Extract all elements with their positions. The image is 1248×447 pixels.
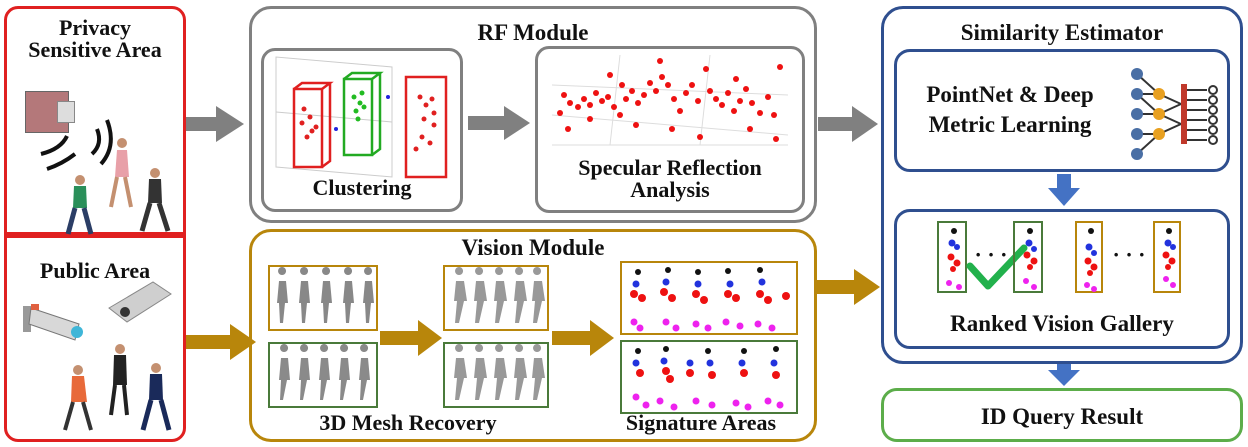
signal-waves-icon bbox=[40, 119, 113, 171]
gray-arrow-clustering-to-specular bbox=[468, 106, 530, 140]
specular-reflection-panel: Specular Reflection Analysis bbox=[535, 46, 805, 213]
neural-network-icon bbox=[1131, 68, 1218, 160]
gallery-dots: · · · bbox=[1112, 242, 1146, 267]
gold-arrow-mesh-step bbox=[380, 320, 442, 356]
rf-module-panel: RF Module bbox=[249, 6, 817, 223]
mesh-silhouettes bbox=[454, 267, 545, 323]
mesh-silhouettes bbox=[277, 267, 374, 323]
signature-areas-label: Signature Areas bbox=[625, 410, 777, 435]
public-area-title: Public Area bbox=[39, 258, 151, 283]
walking-person-icon bbox=[109, 344, 129, 416]
mesh-frame-2 bbox=[268, 342, 378, 408]
pointnet-panel: PointNet & Deep Metric Learning bbox=[894, 49, 1230, 172]
gallery-thumbnail bbox=[937, 221, 967, 293]
mesh-silhouettes bbox=[454, 344, 545, 400]
blue-arrow-similarity-to-result bbox=[1048, 362, 1080, 386]
similarity-estimator-title: Similarity Estimator bbox=[960, 20, 1164, 45]
red-cluster-box bbox=[292, 87, 324, 169]
thumbnail-points bbox=[1084, 228, 1098, 292]
walking-person-icon bbox=[63, 365, 93, 431]
gallery-thumbnail bbox=[1153, 221, 1181, 293]
gray-arrow-rf-to-similarity bbox=[818, 106, 878, 142]
walking-person-icon bbox=[140, 363, 172, 431]
signature-frame-2 bbox=[620, 340, 798, 414]
gold-arrow-mesh-to-signature bbox=[552, 320, 614, 356]
walking-person-icon bbox=[139, 168, 171, 232]
signature-frame-1 bbox=[620, 261, 798, 335]
privacy-sensitive-area-panel: Privacy Sensitive Area bbox=[4, 6, 186, 235]
mesh-frame-4 bbox=[443, 342, 549, 408]
mesh-silhouettes bbox=[279, 344, 370, 400]
privacy-area-title: Privacy Sensitive Area bbox=[28, 15, 162, 63]
clustering-label: Clustering bbox=[312, 175, 412, 200]
gallery-dots: · · · bbox=[974, 242, 1008, 267]
gold-arrow-vision-to-similarity bbox=[814, 269, 880, 305]
gallery-thumbnail bbox=[1013, 221, 1043, 293]
green-cluster-box bbox=[342, 77, 374, 157]
walking-person-icon bbox=[65, 175, 94, 235]
gallery-thumbnail bbox=[1075, 221, 1103, 293]
blue-arrow-pointnet-to-gallery bbox=[1048, 174, 1080, 206]
id-query-result-panel: ID Query Result bbox=[881, 388, 1243, 442]
pointnet-label: PointNet & Deep Metric Learning bbox=[926, 82, 1094, 137]
id-query-result-label: ID Query Result bbox=[980, 404, 1144, 429]
thumbnail-points bbox=[1023, 228, 1038, 290]
similarity-estimator-panel: Similarity Estimator bbox=[881, 6, 1243, 364]
ranked-vision-gallery-label: Ranked Vision Gallery bbox=[950, 311, 1174, 336]
clustering-point-cloud bbox=[275, 56, 448, 179]
gray-arrow-privacy-to-rf bbox=[186, 106, 244, 142]
vision-module-title: Vision Module bbox=[461, 235, 605, 260]
check-mark-icon bbox=[966, 244, 1028, 290]
rf-module-title: RF Module bbox=[477, 20, 589, 45]
red-cluster-box bbox=[404, 75, 448, 179]
radar-chip-icon bbox=[57, 101, 75, 123]
camera-module-icon bbox=[108, 281, 172, 323]
signature-points bbox=[630, 267, 790, 332]
clustering-panel: Clustering bbox=[261, 48, 463, 212]
thumbnail-points bbox=[946, 228, 962, 290]
mesh-frame-3 bbox=[443, 265, 549, 331]
ranked-vision-gallery-panel: Ranked Vision Gallery bbox=[894, 209, 1230, 349]
thumbnail-points bbox=[1162, 228, 1176, 288]
gold-arrow-public-to-vision bbox=[186, 324, 256, 360]
vision-module-panel: Vision Module bbox=[249, 229, 817, 442]
walking-person-icon bbox=[109, 138, 133, 208]
mesh-recovery-label: 3D Mesh Recovery bbox=[319, 410, 497, 435]
specular-point-cloud bbox=[551, 54, 789, 146]
mesh-frame-1 bbox=[268, 265, 378, 331]
surveillance-camera-icon bbox=[23, 304, 83, 341]
public-area-panel: Public Area bbox=[4, 235, 186, 442]
specular-reflection-label: Specular Reflection Analysis bbox=[578, 155, 762, 203]
signature-points bbox=[632, 346, 784, 411]
